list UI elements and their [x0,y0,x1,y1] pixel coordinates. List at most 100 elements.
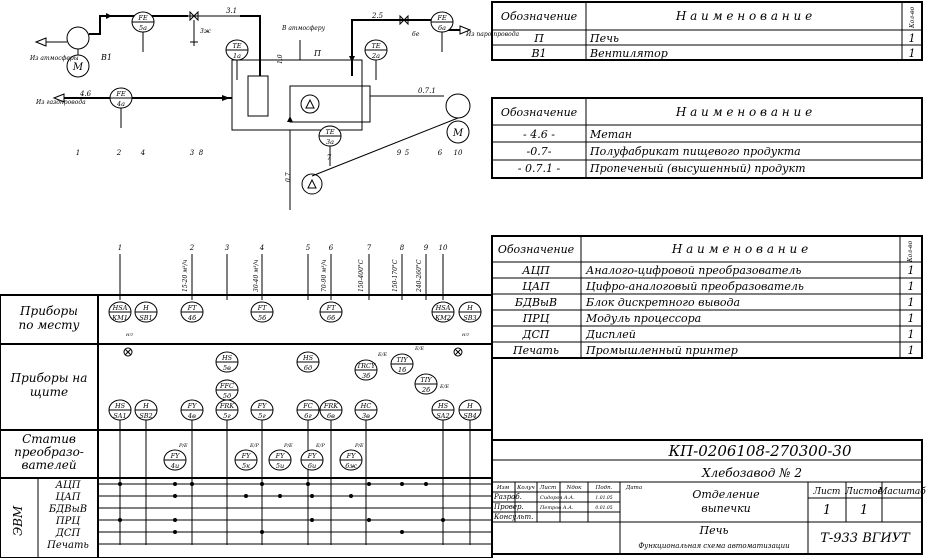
row-name: Цифро-аналоговый преобразователь [586,280,804,293]
panel-device: H SB4 [458,399,482,421]
device-position: 5а [139,24,147,32]
exhaust-label: В атмосферу [281,25,326,32]
device-tag: FY [170,452,181,460]
line-label: 0.7.1 [418,87,436,95]
signal-type: E/P [249,443,259,449]
device-tag: FE [436,14,447,22]
device-tag: HSA [112,304,128,312]
loop-range: 240-260°C [416,259,423,293]
signal-type: P/E [354,443,364,449]
device-tag: HS [437,402,449,410]
drawing-name: Печь [699,524,729,537]
fan-symbol [66,26,90,50]
header-qty: Кол-во [907,240,914,263]
device-position: 1а [233,52,241,60]
device-tag: TIY [396,356,408,364]
device-tag: HS [114,402,126,410]
device-position: 5в [223,364,231,372]
device-tag: H [142,304,149,312]
bus-label: ЦАП [55,492,80,503]
row-code: - 4.6 - [523,128,555,141]
loop-number: 4 [259,244,264,252]
device-position: 3в [362,412,370,420]
valve-label: 3ж [200,28,211,35]
row-qty: 1 [908,328,915,341]
device-tag: HS [302,354,314,362]
row-qty: 1 [909,47,916,60]
device-position: 6г [304,412,312,420]
device-tag: FY [187,402,198,410]
device-position: 3б [362,372,370,380]
signal-type: E/E [377,352,387,358]
oven-body [231,59,363,131]
device-position: 5д [223,392,231,400]
role: Провер. [493,503,524,511]
device-position: SB4 [463,412,476,420]
loop-range: 150-400°C [358,259,365,292]
device-position: SA2 [436,412,449,420]
header-qty: Кол-во [909,6,916,29]
line-number: 3 [190,149,195,157]
row-name: Печь [589,32,619,45]
device-tag: FRK [323,402,339,410]
loop-number: 3 [225,244,230,252]
row-code: АЦП [521,264,550,277]
header-name: Н а и м е н о в а н и е [675,105,812,119]
bus-label: ДСП [55,528,81,539]
loop-number: 7 [367,244,372,252]
row-name: Модуль процессора [585,312,701,325]
conveyor-motor [446,120,470,144]
device-position: 6ж [345,462,357,470]
device-tag: FE [115,90,126,98]
sheets-label: Листов [844,487,883,497]
device-position: 6а [438,24,446,32]
device-position: 6б [327,314,335,322]
row-name: Блок дискретного вывода [585,296,740,309]
air-inlet-label: Из атмосферы [29,55,79,62]
device-tag: HSA [435,304,451,312]
scale-label: Масштаб [877,486,926,497]
row-name: Пропеченый (высушенный) продукт [589,162,806,175]
table-equipment: Обозначение Н а и м е н о в а н и е Кол-… [491,235,923,359]
device-position: 6д [304,364,312,372]
line-label: 2.5 [371,12,384,20]
column-header: Дата [625,485,642,491]
loop-number: 6 [329,244,334,252]
line-number: 4 [140,149,145,157]
signal-type: E/E [439,384,449,390]
signal-type: E/P [315,443,325,449]
panel-device: FY 4в [180,399,204,421]
line-label: 3.1 [226,7,237,15]
device-position: 5к [242,462,250,470]
header-name: Н а и м е н о в а н и е [671,242,808,256]
device-tag: H [466,402,473,410]
svg-text:M: M [452,128,464,139]
loop-range: 70-90 м³/ч [321,259,328,292]
device-tag: FRK [219,402,235,410]
device-tag: H [142,402,149,410]
organization: Т-933 ВГИУТ [820,531,911,546]
oven-label: П [313,49,322,58]
device-position: 4в [187,412,196,420]
row-qty: 1 [908,264,915,277]
header-designation: Обозначение [501,10,578,23]
device-tag: H [466,304,473,312]
svg-text:M: M [72,62,84,73]
signal-type: P/E [283,443,293,449]
local-device: FT 6б [319,301,343,323]
device-tag: FT [326,304,337,312]
bus-label: Печать [46,540,89,551]
bus-label: АЦП [54,480,80,491]
row-code: ПРЦ [522,312,550,325]
conveyor-drum [445,93,471,119]
loop-range: 15-20 м³/ч [182,259,189,292]
column-header: Подп. [595,485,613,491]
device-position: 2б [421,386,430,394]
